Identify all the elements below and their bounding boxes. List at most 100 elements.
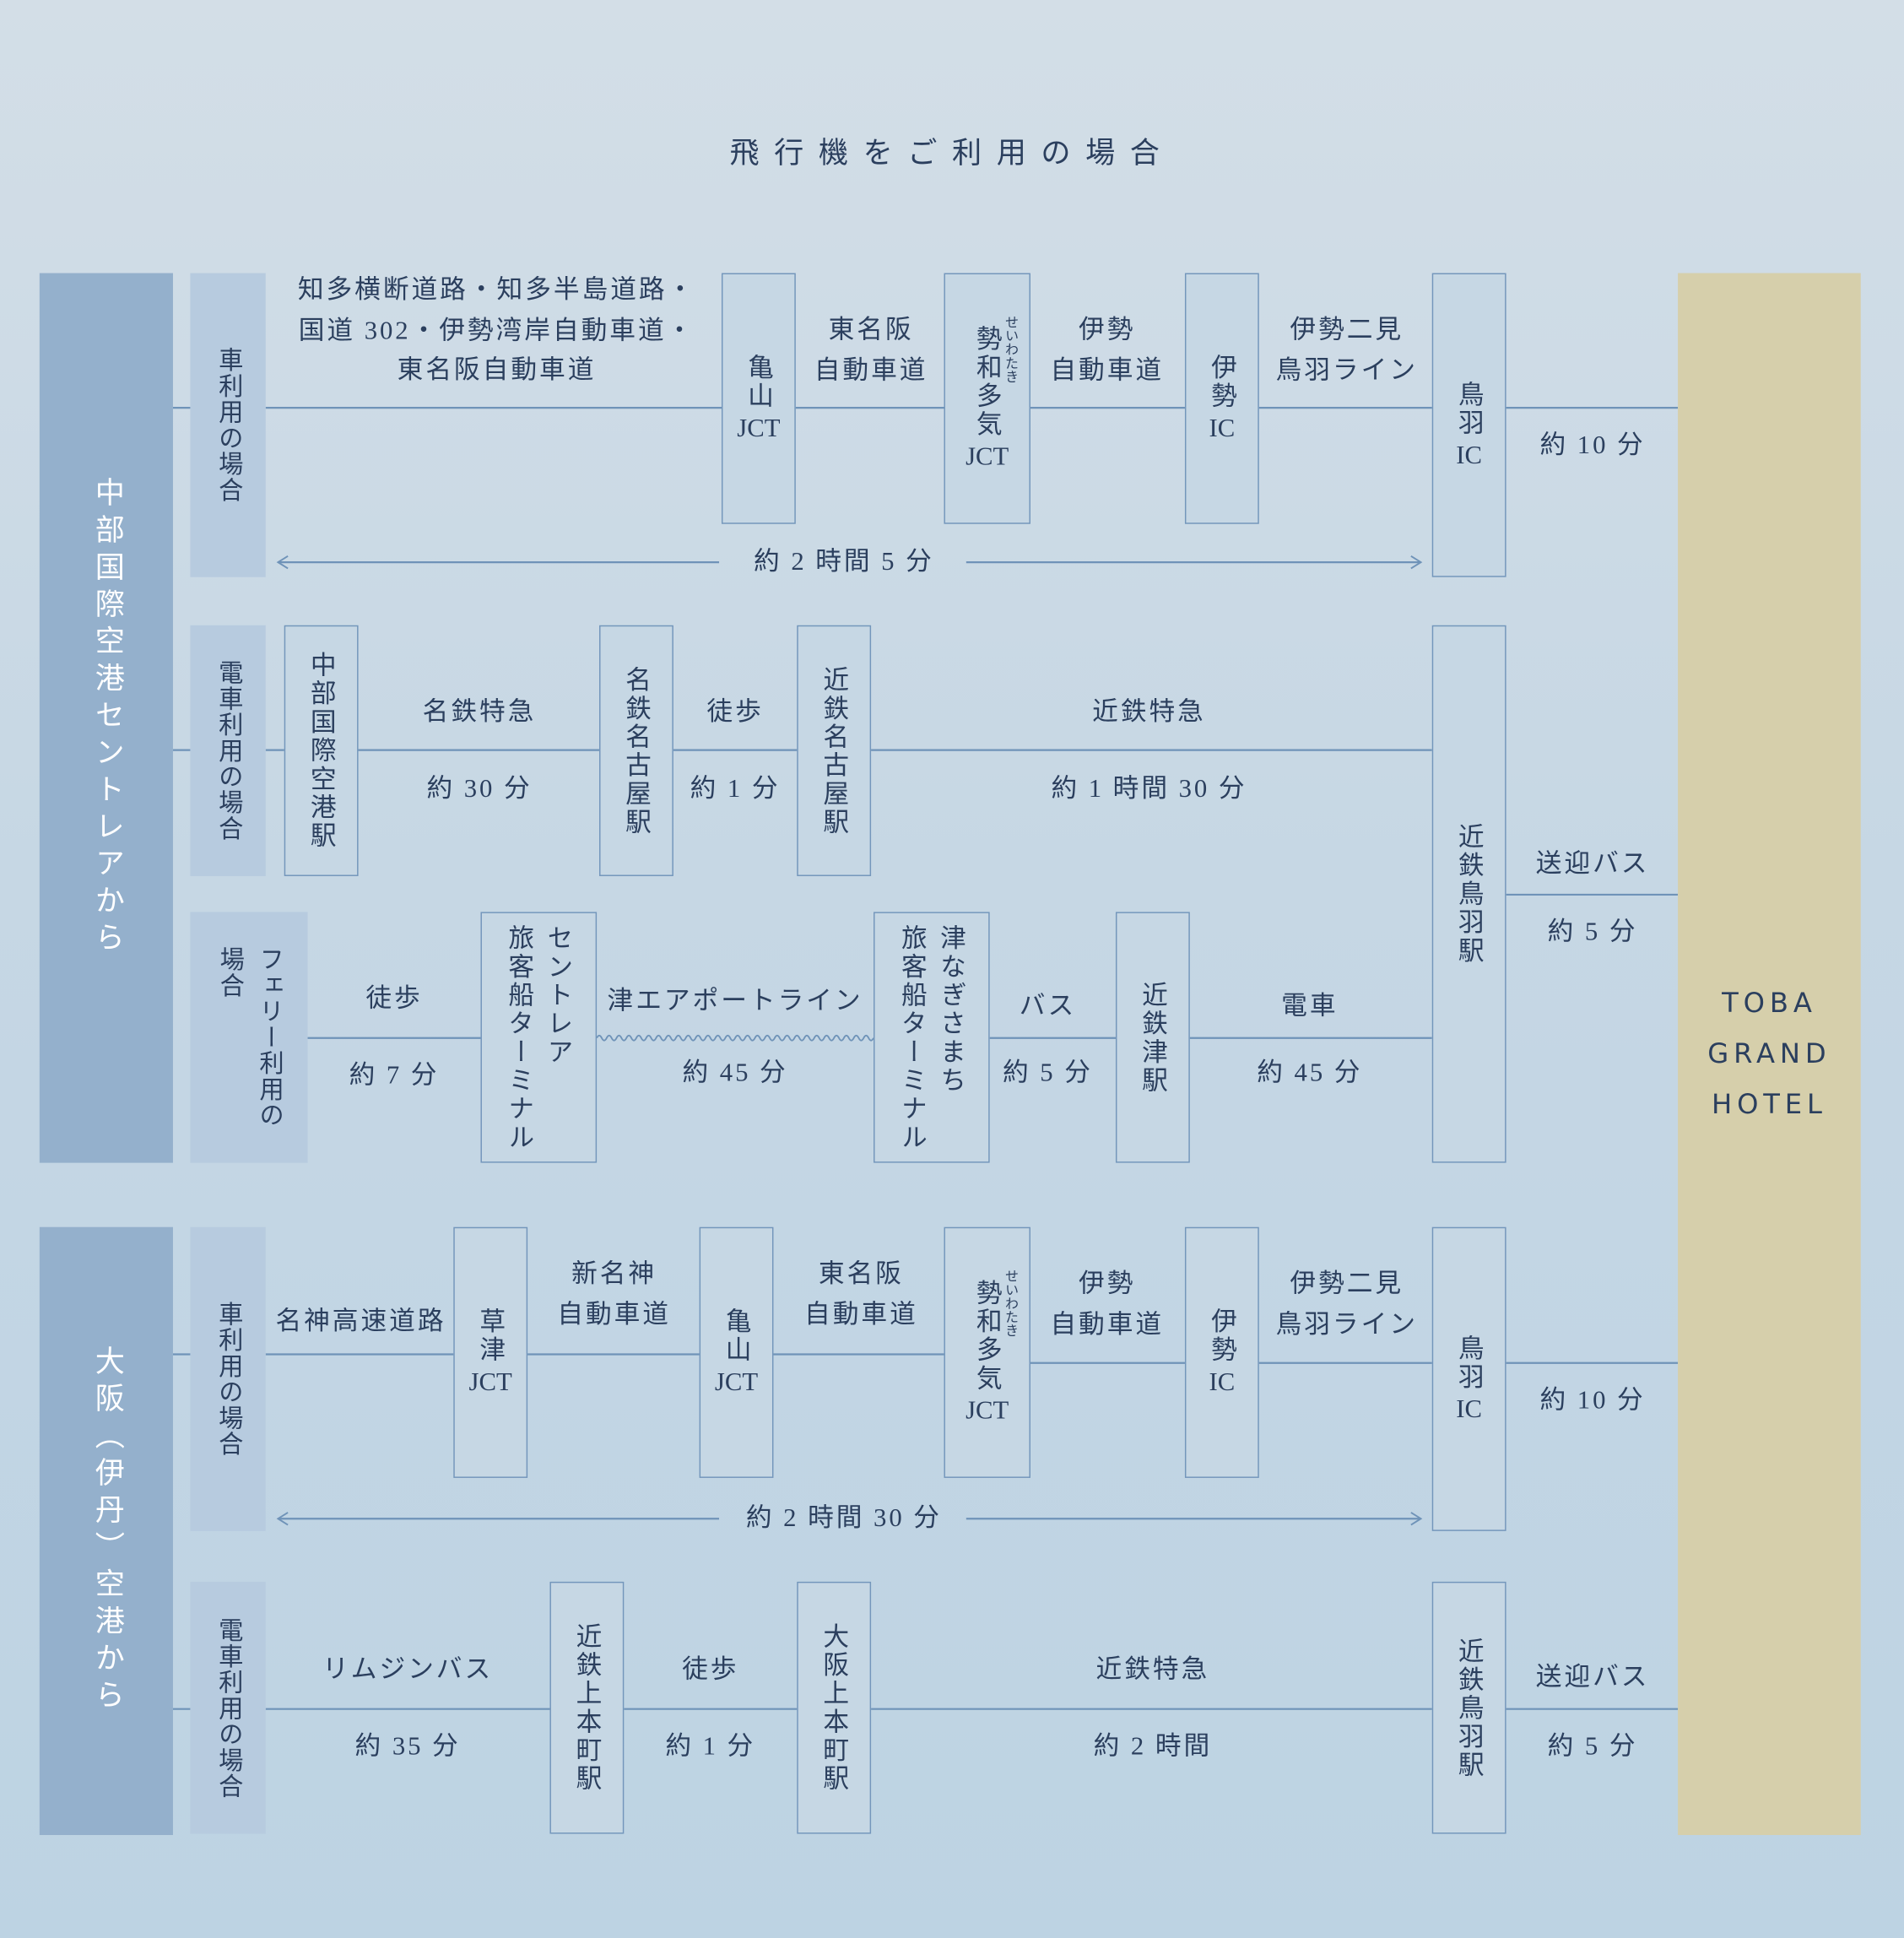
station-box: セントレア 旅客船ターミナル xyxy=(480,912,598,1163)
station-name: 名鉄名古屋駅 xyxy=(622,665,652,836)
station-box: 近鉄名古屋駅 xyxy=(797,625,872,876)
station-name: 鳥羽 xyxy=(1455,380,1485,437)
mode-label-bar: 車利用の場合 xyxy=(190,273,266,577)
segment-route-name: 名鉄特急 xyxy=(422,696,537,727)
hotel-name-line: GRAND xyxy=(1707,1038,1831,1070)
station-box: 中部国際空港駅 xyxy=(284,625,359,876)
station-suffix: IC xyxy=(1209,412,1236,443)
station-ruby: せいわたき xyxy=(1003,315,1019,383)
segment-duration: 約 5 分 xyxy=(1547,1730,1638,1761)
segment-duration: 約 45 分 xyxy=(682,1057,788,1087)
station-name: 津なぎさまち 旅客船ターミナル xyxy=(898,923,967,1151)
segment-route-name: 送迎バス xyxy=(1535,848,1650,879)
station-name: 伊勢 xyxy=(1208,353,1238,411)
station-name: 近鉄名古屋駅 xyxy=(819,665,850,836)
station-box: 近鉄上本町駅 xyxy=(549,1581,625,1834)
segment-duration: 約 5 分 xyxy=(1547,916,1638,947)
station-box: 名鉄名古屋駅 xyxy=(599,625,673,876)
segment-duration: 約 2 時間 xyxy=(1093,1730,1213,1761)
total-duration: 約 2 時間 5 分 xyxy=(754,546,934,577)
mode-label: 電車利用の場合 xyxy=(214,1616,242,1799)
segment-duration: 約 30 分 xyxy=(426,773,533,804)
segment-route-name: 東名阪 自動車道 xyxy=(814,314,928,385)
station-name: 鳥羽 xyxy=(1455,1334,1485,1391)
segment-route-name: 伊勢 自動車道 xyxy=(1050,1268,1165,1339)
station-suffix: IC xyxy=(1209,1367,1236,1397)
segment-duration: 約 10 分 xyxy=(1539,1384,1646,1415)
station-name: 近鉄鳥羽駅 xyxy=(1455,1637,1485,1779)
mode-label-bar: 電車利用の場合 xyxy=(190,625,266,876)
origin-chubu-centrair: 中部国際空港セントレアから xyxy=(39,273,173,1163)
arrow-left-icon xyxy=(276,555,289,570)
station-name: 勢和多気 xyxy=(973,325,1003,439)
segment-duration: 約 35 分 xyxy=(354,1730,461,1761)
total-duration: 約 2 時間 30 分 xyxy=(745,1502,942,1533)
segment-route-name: 近鉄特急 xyxy=(1092,696,1206,727)
segment-route-name: リムジンバス xyxy=(322,1654,494,1685)
station-suffix: JCT xyxy=(737,412,781,443)
arrow-right-icon xyxy=(1410,1512,1423,1526)
segment-route-name: 徒歩 xyxy=(682,1654,739,1685)
station-name: 大阪上本町駅 xyxy=(819,1622,850,1794)
segment-route-name: 徒歩 xyxy=(365,983,423,1014)
segment-duration: 約 1 時間 30 分 xyxy=(1051,773,1247,804)
station-name: 勢和多気 xyxy=(973,1279,1003,1393)
segment-duration: 約 10 分 xyxy=(1539,430,1646,460)
arrow-left-icon xyxy=(276,1512,289,1526)
mode-label: フェリー利用の 場合 xyxy=(215,946,283,1129)
station-box: 近鉄津駅 xyxy=(1115,912,1190,1163)
origin-label: 中部国際空港セントレアから xyxy=(89,477,122,960)
mode-label-bar: 電車利用の場合 xyxy=(190,1581,266,1834)
station-name: 近鉄鳥羽駅 xyxy=(1455,823,1485,966)
station-box: 近鉄鳥羽駅 xyxy=(1431,1581,1506,1834)
mode-label-bar: フェリー利用の 場合 xyxy=(190,912,308,1163)
segment-route-name: 東名阪 自動車道 xyxy=(804,1258,918,1329)
segment-duration: 約 1 分 xyxy=(690,773,781,804)
page-title: 飛行機をご利用の場合 xyxy=(729,138,1175,171)
segment-route-name: 新名神 自動車道 xyxy=(557,1258,671,1329)
station-suffix: IC xyxy=(1456,1393,1483,1423)
segment-route-name: 近鉄特急 xyxy=(1095,1654,1210,1685)
segment-route-name: 電車 xyxy=(1281,990,1339,1020)
ferry-wave-line xyxy=(596,1034,874,1042)
segment-route-name: 送迎バス xyxy=(1535,1661,1650,1692)
segment-route-name: 名神高速道路 xyxy=(275,1306,446,1336)
segment-route-name: 伊勢二見 鳥羽ライン xyxy=(1275,1268,1418,1339)
mode-label: 車利用の場合 xyxy=(214,1301,242,1458)
station-name: セントレア 旅客船ターミナル xyxy=(505,923,575,1151)
arrow-right-icon xyxy=(1410,555,1423,570)
segment-route-name: 伊勢二見 鳥羽ライン xyxy=(1275,314,1418,385)
destination-toba-grand-hotel: TOBA GRAND HOTEL xyxy=(1678,273,1861,1836)
station-suffix: IC xyxy=(1456,439,1483,469)
segment-route-name: 徒歩 xyxy=(706,696,764,727)
segment-route-name: バス xyxy=(1019,990,1077,1020)
segment-duration: 約 5 分 xyxy=(1003,1057,1093,1087)
station-name: 亀山 xyxy=(744,353,775,411)
station-name: 亀山 xyxy=(722,1307,753,1365)
station-name: 草津 xyxy=(476,1307,506,1365)
station-suffix: JCT xyxy=(966,1394,1009,1425)
hotel-name-line: TOBA xyxy=(1722,988,1817,1020)
origin-label: 大阪（伊丹）空港から xyxy=(89,1345,122,1717)
station-suffix: JCT xyxy=(468,1367,512,1397)
mode-label: 電車利用の場合 xyxy=(214,659,242,842)
segment-duration: 約 1 分 xyxy=(665,1730,756,1761)
mode-label: 車利用の場合 xyxy=(214,347,242,503)
hotel-name-line: HOTEL xyxy=(1712,1089,1827,1121)
segment-route-name: 伊勢 自動車道 xyxy=(1050,314,1165,385)
station-name: 伊勢 xyxy=(1208,1307,1238,1365)
mode-label-bar: 車利用の場合 xyxy=(190,1226,266,1531)
station-suffix: JCT xyxy=(714,1367,759,1397)
segment-route-name: 知多横断道路・知多半島道路・ 国道 302・伊勢湾岸自動車道・ 東名阪自動車道 xyxy=(297,274,696,385)
station-box: 近鉄鳥羽駅 xyxy=(1431,625,1506,1163)
